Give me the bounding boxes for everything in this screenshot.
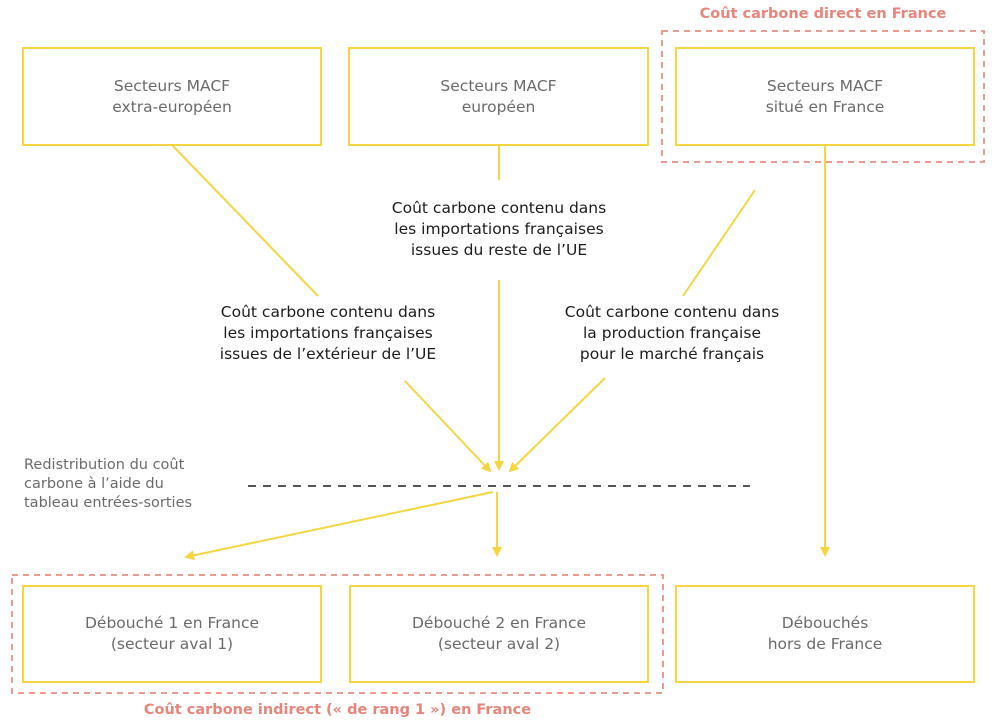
direct-cost-label: Coût carbone direct en France [699, 6, 947, 22]
redistribution-arrow-1 [184, 491, 494, 561]
flow-line-extra-eu-top [172, 145, 319, 297]
note-line: Redistribution du coût [24, 457, 185, 473]
box-line-2: situé en France [765, 97, 885, 116]
flow-label-line: Coût carbone contenu dans [220, 303, 436, 321]
note-line: tableau entrées-sorties [24, 495, 193, 511]
box-line-2: (secteur aval 2) [437, 635, 561, 653]
box-line-2: hors de France [767, 635, 883, 653]
flow-label-line: issues du reste de l’UE [410, 241, 588, 259]
flow-arrow-extra-eu [404, 380, 492, 473]
box-line-1: Secteurs MACF [766, 76, 884, 95]
direct-cost-frame [661, 30, 985, 163]
flow-label-reste-ue: Coût carbone contenu dans les importatio… [349, 198, 649, 261]
box-line-1: Débouchés [781, 614, 869, 632]
box-debouche-2: Débouché 2 en France (secteur aval 2) [349, 585, 649, 683]
box-line-2: extra-européen [112, 97, 232, 116]
flow-label-line: les importations françaises [223, 324, 433, 342]
redistribution-note: Redistribution du coût carbone à l’aide … [24, 456, 254, 513]
flow-label-line: pour le marché français [579, 345, 765, 363]
box-line-2: (secteur aval 1) [110, 635, 234, 653]
flow-label-line: issues de l’extérieur de l’UE [219, 345, 437, 363]
flow-arrow-france [508, 377, 606, 473]
box-line-1: Secteurs MACF [113, 76, 231, 95]
flow-label-production-fr: Coût carbone contenu dans la production … [522, 302, 822, 365]
indirect-cost-label: Coût carbone indirect (« de rang 1 ») en… [143, 702, 532, 718]
indirect-cost-frame [11, 574, 664, 694]
flow-label-line: les importations françaises [394, 220, 604, 238]
box-secteurs-macf-france: Secteurs MACF situé en France [675, 47, 975, 146]
box-line-1: Secteurs MACF [440, 76, 557, 95]
box-line-1: Débouché 1 en France [84, 614, 260, 632]
box-line-1: Débouché 2 en France [411, 614, 587, 632]
flow-label-line: Coût carbone contenu dans [391, 199, 607, 217]
box-debouches-hors-france: Débouchés hors de France [675, 585, 975, 683]
note-line: carbone à l’aide du [24, 476, 164, 492]
flow-label-line: la production française [583, 324, 761, 342]
box-secteurs-macf-extra-europeen: Secteurs MACF extra-européen [22, 47, 322, 146]
box-debouche-1: Débouché 1 en France (secteur aval 1) [22, 585, 322, 683]
flow-line-france-top [682, 189, 756, 297]
box-line-2: européen [461, 97, 536, 116]
box-secteurs-macf-europeen: Secteurs MACF européen [348, 47, 649, 146]
flow-label-line: Coût carbone contenu dans [564, 303, 780, 321]
flow-label-exterieur-ue: Coût carbone contenu dans les importatio… [178, 302, 478, 365]
